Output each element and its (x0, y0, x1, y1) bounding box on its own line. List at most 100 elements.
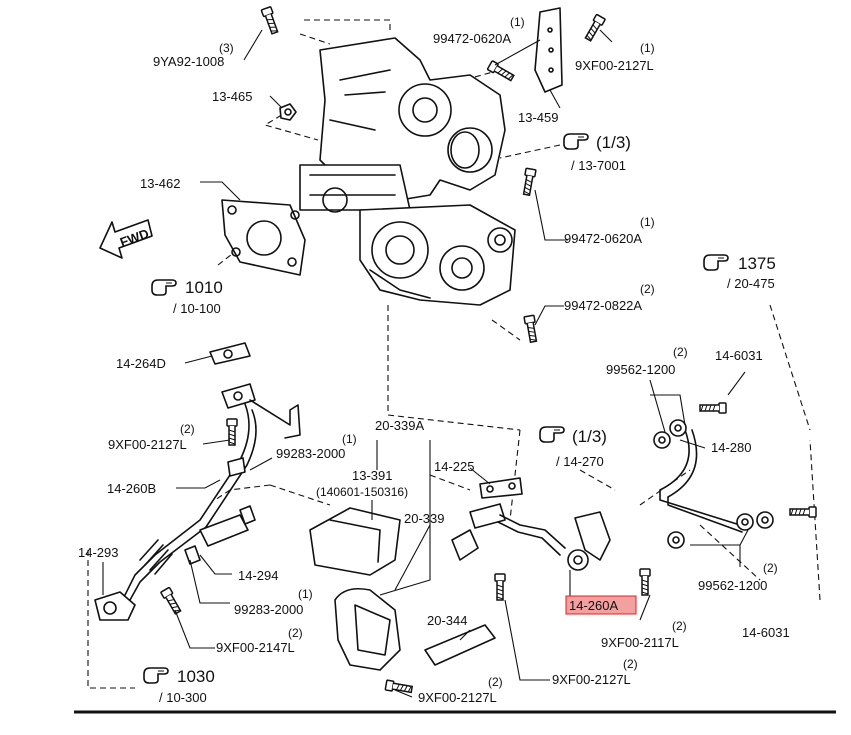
callout-99562-1200-top: (2) 99562-1200 (606, 345, 688, 377)
stud-mid-right (520, 167, 537, 197)
nut-13-465 (279, 103, 297, 121)
callout-14-264D: 14-264D (116, 356, 166, 371)
stud-top-mid (486, 59, 516, 84)
svg-text:99562-1200: 99562-1200 (698, 578, 767, 593)
actuator-20-339 (334, 587, 401, 671)
svg-text:(2): (2) (180, 422, 195, 436)
callout-13-391: 13-391 (140601-150316) (316, 468, 408, 499)
hose-20-344 (424, 624, 496, 666)
svg-text:(2): (2) (288, 626, 303, 640)
bolt-14-6031-top (699, 402, 727, 414)
svg-text:99283-2000: 99283-2000 (276, 446, 345, 461)
leader-lines (102, 29, 749, 698)
callout-99472-0620A-mid: (1) 99472-0620A (564, 215, 655, 246)
fwd-arrow-icon: FWD (99, 219, 153, 259)
svg-text:(1): (1) (640, 215, 655, 229)
callout-14-260B: 14-260B (107, 481, 156, 496)
bracket-13-391 (309, 507, 401, 576)
callout-14-280: 14-280 (711, 440, 751, 455)
hose-14-294 (184, 505, 256, 565)
callout-9XF00-2127L-bot2: (2) 9XF00-2127L (418, 675, 503, 705)
callout-ref-14-270: (1/3) / 14-270 (539, 426, 607, 469)
oil-pipe-14-260B (94, 383, 301, 621)
svg-text:(2): (2) (673, 345, 688, 359)
svg-text:9XF00-2127L: 9XF00-2127L (108, 437, 187, 452)
pointing-hand-icon (703, 254, 729, 271)
callout-99283-2000-top: (1) 99283-2000 (276, 432, 357, 461)
svg-text:1375: 1375 (738, 254, 776, 273)
svg-text:(1): (1) (640, 41, 655, 55)
callout-14-260A: 14-260A (565, 595, 637, 615)
callout-20-339: 20-339 (404, 511, 444, 526)
svg-text:(1/3): (1/3) (596, 133, 631, 152)
bolt-left-2147L (159, 586, 184, 616)
callout-9XF00-2117L: (2) 9XF00-2117L (601, 619, 687, 650)
svg-text:99472-0620A: 99472-0620A (564, 231, 642, 246)
svg-text:14-260A: 14-260A (569, 598, 618, 613)
svg-text:(3): (3) (219, 41, 234, 55)
callout-9XF00-2147L: (2) 9XF00-2147L (216, 626, 303, 655)
callout-99472-0822A: (2) 99472-0822A (564, 282, 655, 313)
dashed-leaders (87, 19, 821, 689)
svg-text:/ 10-300: / 10-300 (159, 690, 207, 705)
svg-text:9YA92-1008: 9YA92-1008 (153, 54, 224, 69)
svg-text:/ 13-7001: / 13-7001 (571, 158, 626, 173)
svg-text:9XF00-2127L: 9XF00-2127L (418, 690, 497, 705)
bolt-top-right (582, 13, 607, 43)
svg-text:(2): (2) (763, 561, 778, 575)
callout-14-293: 14-293 (78, 545, 118, 560)
svg-text:1010: 1010 (185, 278, 223, 297)
svg-text:(1): (1) (298, 587, 313, 601)
bolt-bottom-2127L (384, 679, 414, 696)
svg-text:/ 10-100: / 10-100 (173, 301, 221, 316)
svg-text:(2): (2) (640, 282, 655, 296)
callout-9YA92-1008: (3) 9YA92-1008 (153, 41, 234, 69)
callout-ref-1010: 1010 / 10-100 (151, 278, 223, 316)
svg-text:99472-0822A: 99472-0822A (564, 298, 642, 313)
callout-13-462: 13-462 (140, 176, 180, 191)
callout-99562-1200-bot: (2) 99562-1200 (698, 561, 778, 593)
highlight-box (565, 595, 637, 615)
svg-text:99283-2000: 99283-2000 (234, 602, 303, 617)
svg-text:(2): (2) (488, 675, 503, 689)
svg-text:(2): (2) (623, 657, 638, 671)
svg-text:(1): (1) (342, 432, 357, 446)
oil-pipe-14-280 (653, 419, 774, 549)
callout-14-6031-bot: 14-6031 (742, 625, 790, 640)
pointing-hand-icon (143, 667, 169, 684)
callout-20-344: 20-344 (427, 613, 467, 628)
svg-text:9XF00-2147L: 9XF00-2147L (216, 640, 295, 655)
callout-9XF00-2127L-top: (1) 9XF00-2127L (575, 41, 655, 73)
callout-14-225: 14-225 (434, 459, 474, 474)
svg-text:(1): (1) (510, 15, 525, 29)
bolt-left-2127L (226, 418, 238, 446)
callout-13-459: 13-459 (518, 110, 558, 125)
callout-9XF00-2127L-left: (2) 9XF00-2127L (108, 422, 195, 452)
callout-ref-1030: 1030 / 10-300 (143, 667, 215, 705)
svg-text:1030: 1030 (177, 667, 215, 686)
svg-text:(140601-150316): (140601-150316) (316, 485, 408, 499)
callout-99472-0620A-top: (1) 99472-0620A (433, 15, 525, 46)
svg-text:9XF00-2127L: 9XF00-2127L (552, 672, 631, 687)
callout-99283-2000-bot: (1) 99283-2000 (234, 587, 313, 617)
stud-mid-2127L (494, 573, 506, 601)
gasket-13-462 (221, 199, 306, 276)
callout-14-294: 14-294 (238, 568, 278, 583)
pointing-hand-icon (563, 133, 589, 150)
callout-ref-1375: 1375 / 20-475 (703, 254, 776, 291)
bolt-14-6031-bot (789, 506, 817, 518)
svg-text:99472-0620A: 99472-0620A (433, 31, 511, 46)
turbocharger-assembly (299, 37, 516, 306)
heat-shield-bracket (534, 7, 563, 93)
stud-bolt-top-left (260, 5, 281, 36)
svg-text:(2): (2) (672, 619, 687, 633)
svg-text:13-391: 13-391 (352, 468, 392, 483)
svg-text:9XF00-2127L: 9XF00-2127L (575, 58, 654, 73)
gasket-14-225 (479, 477, 523, 499)
callout-ref-13-7001: (1/3) / 13-7001 (563, 133, 631, 173)
oil-pipe-14-260A (451, 503, 611, 571)
svg-text:/ 14-270: / 14-270 (556, 454, 604, 469)
pointing-hand-icon (539, 426, 565, 443)
pointing-hand-icon (151, 279, 177, 296)
